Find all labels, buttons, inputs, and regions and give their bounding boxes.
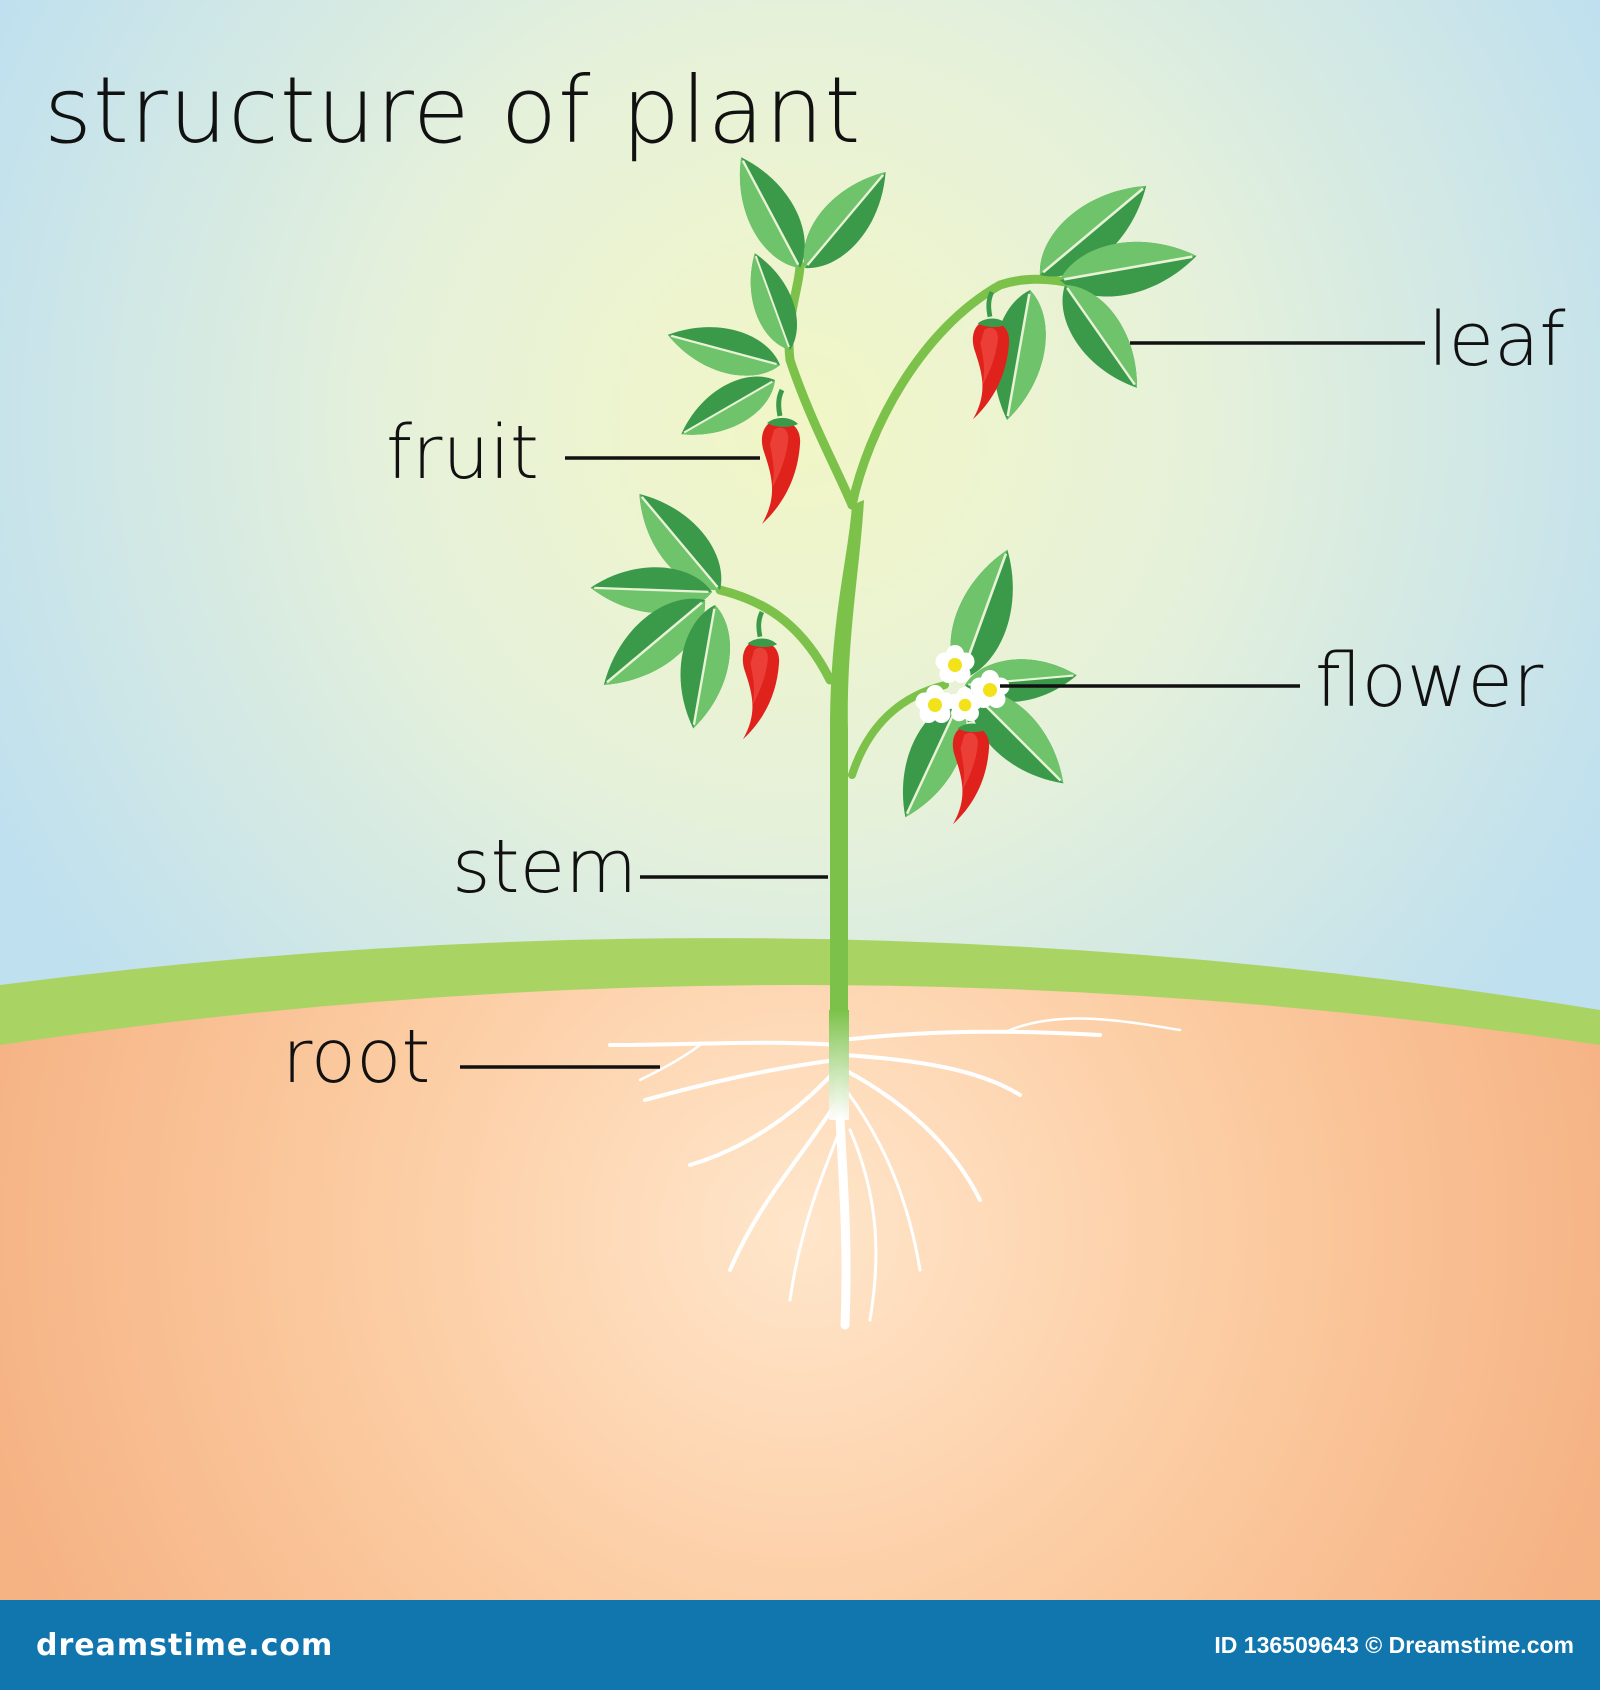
label-root: root: [282, 1014, 430, 1100]
roots: [608, 1017, 1182, 1330]
plant-diagram: structure of plant leaf fruit flower ste…: [0, 0, 1600, 1600]
diagram-title: structure of plant: [44, 57, 861, 164]
soil: [0, 985, 1600, 1600]
label-fruit: fruit: [386, 410, 539, 496]
label-leaf: leaf: [1428, 297, 1566, 383]
stem-base: [829, 1010, 849, 1120]
footer-bar: dreamstime.com ID 136509643 © Dreamstime…: [0, 1600, 1600, 1690]
label-stem: stem: [452, 824, 637, 910]
label-flower: flower: [1315, 638, 1544, 724]
footer-brand[interactable]: dreamstime.com: [36, 1627, 334, 1663]
main-stem: [830, 500, 864, 1020]
footer-image-id: ID 136509643 © Dreamstime.com: [1214, 1631, 1574, 1658]
